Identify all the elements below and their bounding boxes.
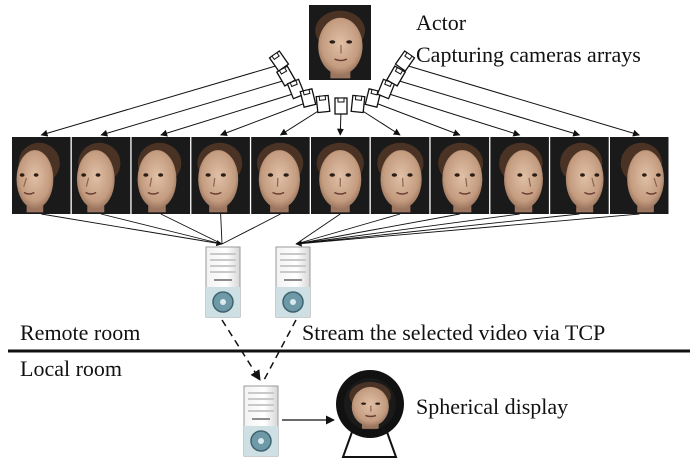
- arrow-icon: [357, 107, 401, 136]
- connection-lines: [40, 64, 640, 425]
- actor-photo: [309, 5, 371, 80]
- camera-array: [268, 50, 416, 115]
- arrow-icon: [41, 213, 223, 247]
- camera-icon: [334, 97, 348, 115]
- cameras-label: Capturing cameras arrays: [416, 42, 641, 67]
- arrow-icon: [295, 213, 460, 245]
- camera-icon: [394, 50, 416, 72]
- view-strip: [12, 137, 669, 214]
- server-icon: [243, 385, 279, 457]
- view-photo: [550, 137, 609, 214]
- view-photo: [71, 137, 131, 214]
- view-photo: [131, 137, 191, 214]
- face-photo: [344, 378, 396, 430]
- arrow-icon: [404, 64, 640, 137]
- face-photo: [309, 5, 371, 80]
- view-photo: [490, 137, 549, 214]
- view-photo: [430, 137, 490, 214]
- arrow-icon: [160, 92, 297, 137]
- server-icon: [275, 246, 311, 318]
- camera-icon: [350, 94, 366, 114]
- arrow-icon: [295, 213, 520, 245]
- view-photo: [370, 137, 430, 214]
- actor-label: Actor: [416, 10, 467, 35]
- arrow-icon: [395, 79, 581, 137]
- arrow-icon: [220, 213, 223, 245]
- arrow-icon: [221, 213, 281, 245]
- view-photo: [311, 137, 370, 214]
- arrow-icon: [295, 213, 580, 245]
- view-photo: [251, 137, 310, 214]
- spherical-display-icon: [336, 370, 404, 458]
- camera-icon: [315, 94, 331, 114]
- arrow-icon: [40, 64, 280, 137]
- camera-icon: [299, 87, 317, 109]
- servers: [205, 246, 311, 457]
- spherical-display-label: Spherical display: [416, 394, 569, 419]
- arrow-icon: [385, 92, 521, 137]
- stream-label: Stream the selected video via TCP: [302, 320, 606, 345]
- arrow-icon: [100, 79, 287, 137]
- arrow-icon: [160, 213, 223, 245]
- arrow-icon: [372, 101, 461, 137]
- local-room-label: Local room: [20, 356, 123, 381]
- arrow-icon: [100, 213, 223, 245]
- view-photo: [12, 137, 71, 214]
- arrow-icon: [295, 213, 640, 247]
- arrow-icon: [295, 213, 341, 245]
- arrow-icon: [219, 101, 309, 137]
- camera-icon: [385, 65, 407, 87]
- view-photo: [610, 137, 669, 214]
- remote-room-label: Remote room: [20, 320, 141, 345]
- arrow-icon: [279, 107, 324, 136]
- spherical-display: [336, 370, 404, 458]
- view-photo: [191, 137, 250, 214]
- arrow-icon: [295, 213, 401, 245]
- server-icon: [205, 246, 241, 318]
